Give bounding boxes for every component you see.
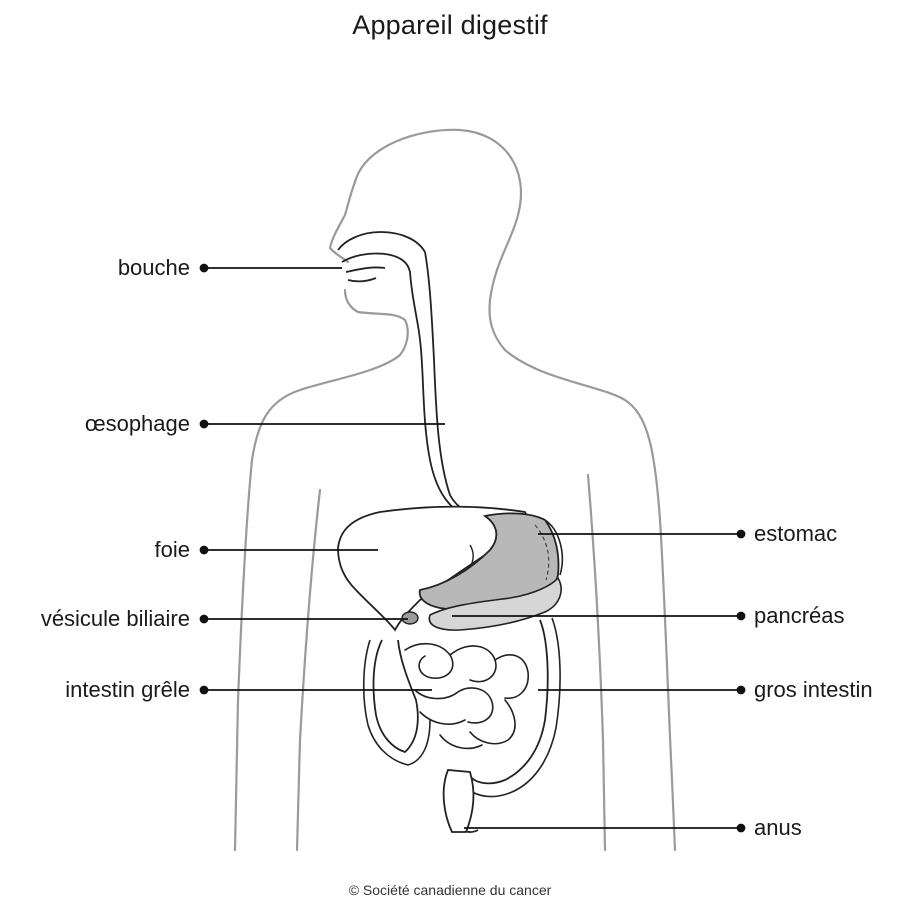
label-oesophage: œsophage [85, 411, 190, 437]
label-gros-intestin: gros intestin [754, 677, 873, 703]
leader-dot-foie [201, 547, 208, 554]
label-pancreas: pancréas [754, 603, 845, 629]
body-silhouette [235, 130, 675, 850]
head-face-outline [330, 182, 355, 262]
large-intestine-outer [364, 618, 560, 797]
leader-dot-estomac [738, 531, 745, 538]
label-bouche: bouche [118, 255, 190, 281]
leader-dot-bouche [201, 265, 208, 272]
leader-dot-intestin-grele [201, 687, 208, 694]
leader-dot-oesophage [201, 421, 208, 428]
small-intestine-organ [405, 644, 528, 749]
rectum-organ [444, 770, 474, 832]
label-intestin-grele: intestin grêle [65, 677, 190, 703]
oesophagus-organ [410, 252, 485, 518]
leader-dot-anus [738, 825, 745, 832]
leader-dot-pancreas [738, 613, 745, 620]
gallbladder-organ [402, 612, 418, 624]
leader-dot-vesicule [201, 616, 208, 623]
left-arm-inner-outline [297, 490, 320, 850]
label-anus: anus [754, 815, 802, 841]
label-foie: foie [155, 537, 190, 563]
right-arm-inner-outline [588, 475, 605, 850]
leader-dot-gros-intestin [738, 687, 745, 694]
label-estomac: estomac [754, 521, 837, 547]
head-neck-right-outline [355, 130, 675, 850]
copyright-notice: © Société canadienne du cancer [0, 882, 900, 898]
label-vesicule-biliaire: vésicule biliaire [41, 606, 190, 632]
oral-cavity [338, 232, 425, 281]
